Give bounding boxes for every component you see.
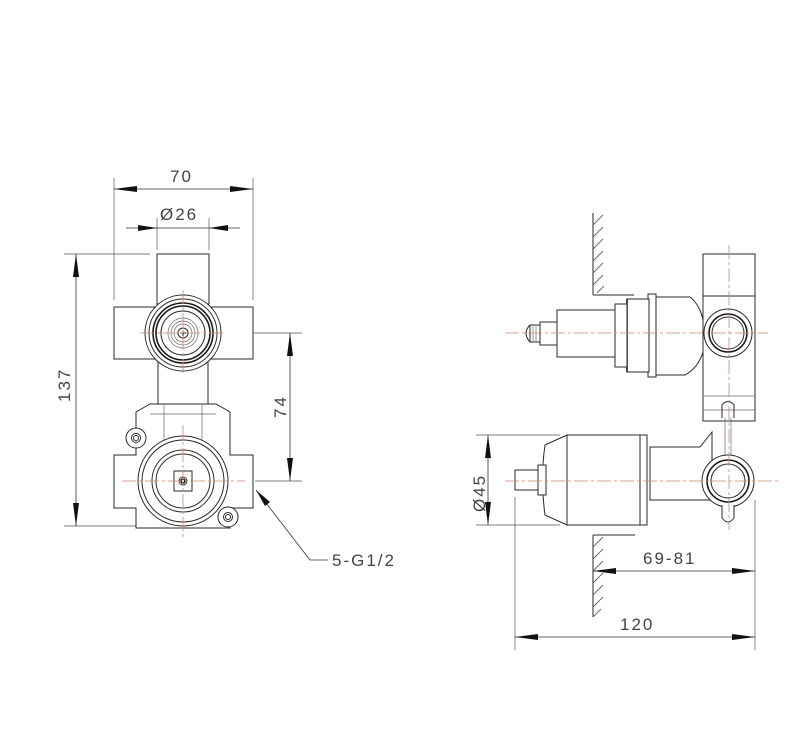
dimension-port-diameter: Ø26 — [126, 205, 240, 250]
dimension-port-diameter-label: Ø26 — [160, 205, 198, 224]
dimension-height: 137 — [55, 253, 185, 527]
wall-upper — [592, 213, 634, 296]
dimension-height-label: 137 — [55, 368, 74, 402]
side-view: Ø45 69-81 120 — [470, 213, 780, 650]
dimension-wall-depth-label: 69-81 — [643, 549, 696, 568]
dimension-wall-depth: 69-81 — [593, 500, 756, 650]
dimension-cover-diameter-label: Ø45 — [470, 474, 489, 512]
wall-lower — [592, 534, 635, 618]
dimension-center-distance-label: 74 — [271, 395, 290, 418]
thread-callout-label: 5-G1/2 — [332, 551, 396, 570]
dimension-width-label: 70 — [170, 167, 193, 186]
front-view: 70 Ø26 137 74 — [55, 167, 396, 570]
dimension-total-depth: 120 — [514, 497, 755, 650]
dimension-total-depth-label: 120 — [620, 615, 654, 634]
dimension-center-distance: 74 — [245, 332, 302, 482]
thread-callout: 5-G1/2 — [255, 489, 396, 570]
dimension-cover-diameter: Ø45 — [470, 434, 560, 526]
dimension-width: 70 — [113, 167, 254, 300]
